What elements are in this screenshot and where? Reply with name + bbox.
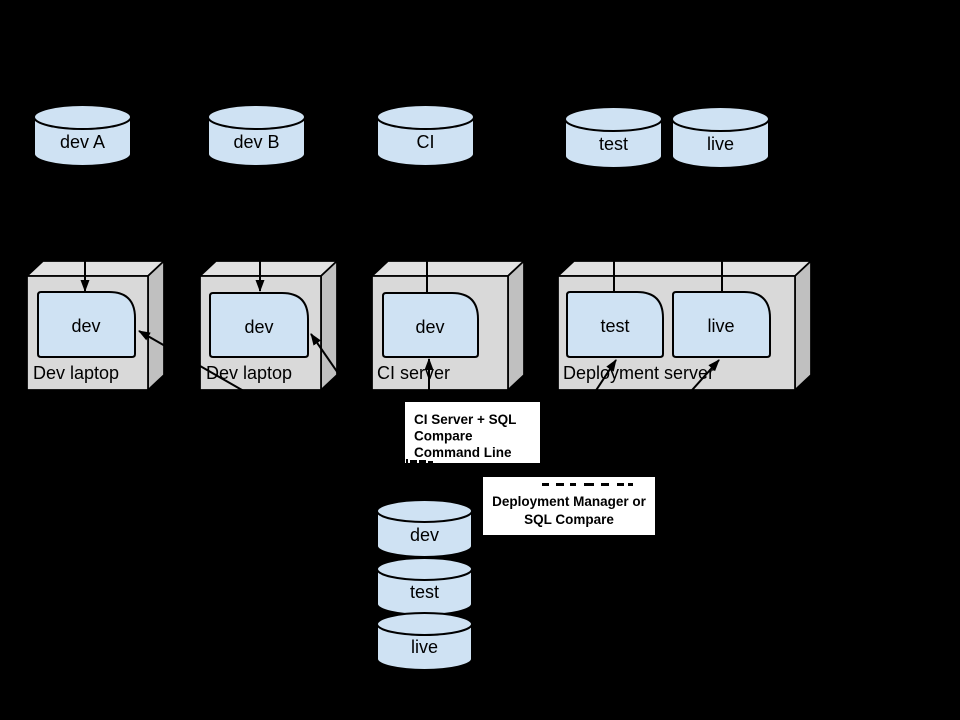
box-top-face xyxy=(369,260,527,277)
cylinder-top xyxy=(671,106,770,132)
arrow-stack-test-to-deploy-test xyxy=(467,359,617,586)
callout-line: Command Line xyxy=(414,445,512,460)
database-shape-test xyxy=(566,291,664,358)
arrow-stack-dev-to-laptop2 xyxy=(310,333,422,494)
database-shape-dev xyxy=(37,291,136,358)
callout-line: SQL Compare xyxy=(524,512,614,527)
clipped-text-remnant xyxy=(406,459,433,463)
database-test: test xyxy=(564,106,663,169)
box-top-face xyxy=(555,260,814,277)
callout-background xyxy=(483,477,655,535)
database-label: dev A xyxy=(60,132,105,152)
cylinder-body xyxy=(207,117,306,167)
callout-line: CI Server + SQL xyxy=(414,412,516,427)
box-side-face xyxy=(320,258,338,393)
box-top-face xyxy=(24,260,167,277)
machine-label: Dev laptop xyxy=(206,363,292,383)
database-ci: CI xyxy=(376,104,475,167)
cylinder-top xyxy=(376,557,473,581)
database-shape-label: dev xyxy=(244,317,273,337)
stacked-database-test: test xyxy=(376,557,473,616)
database-label: CI xyxy=(417,132,435,152)
cylinder-body xyxy=(376,117,475,167)
machine-ci-server: CI server dev xyxy=(369,258,527,393)
machine-label: Deployment server xyxy=(563,363,714,383)
database-label: live xyxy=(411,637,438,657)
cylinder-body xyxy=(33,117,132,167)
database-dev-b: dev B xyxy=(207,104,306,167)
machine-label: Dev laptop xyxy=(33,363,119,383)
database-dev-a: dev A xyxy=(33,104,132,167)
database-shape-live xyxy=(672,291,771,358)
callout-line: Deployment Manager or xyxy=(492,494,647,509)
box-top-face xyxy=(197,260,340,277)
database-shape-dev xyxy=(209,292,309,358)
database-live: live xyxy=(671,106,770,169)
stacked-database-dev: dev xyxy=(376,499,473,558)
database-shape-label: test xyxy=(600,316,629,336)
database-label: live xyxy=(707,134,734,154)
machine-dev-laptop-1: Dev laptop dev xyxy=(24,258,167,393)
cylinder-top xyxy=(376,104,475,130)
callout-deployment-manager: Deployment Manager or SQL Compare xyxy=(483,477,655,535)
database-shape-label: dev xyxy=(71,316,100,336)
cylinder-top xyxy=(564,106,663,132)
arrow-stack-dev-to-laptop1 xyxy=(138,330,421,493)
callout-background xyxy=(405,402,540,463)
stacked-database-live: live xyxy=(376,612,473,671)
callout-line: Compare xyxy=(414,429,473,444)
cylinder-top xyxy=(376,612,473,636)
machine-label: CI server xyxy=(377,363,450,383)
machine-dev-laptop-2: Dev laptop dev xyxy=(197,258,340,393)
cylinder-body xyxy=(376,624,473,671)
cylinder-top xyxy=(33,104,132,130)
database-label: dev xyxy=(410,525,439,545)
database-label: test xyxy=(599,134,628,154)
box-side-face xyxy=(507,258,525,393)
callout-ci-server-sql-compare: CI Server + SQL Compare Command Line xyxy=(405,402,540,463)
clipped-text-remnant xyxy=(542,483,633,486)
machine-deployment-server: Deployment server test live xyxy=(555,258,814,393)
cylinder-top xyxy=(207,104,306,130)
database-shape-dev xyxy=(382,292,479,358)
cylinder-body xyxy=(671,119,770,169)
database-label: dev B xyxy=(233,132,279,152)
database-shape-label: live xyxy=(707,316,734,336)
cylinder-top xyxy=(376,499,473,523)
database-label: test xyxy=(410,582,439,602)
database-shape-label: dev xyxy=(415,317,444,337)
cylinder-body xyxy=(564,119,663,169)
box-side-face xyxy=(794,258,812,393)
box-side-face xyxy=(147,258,165,393)
